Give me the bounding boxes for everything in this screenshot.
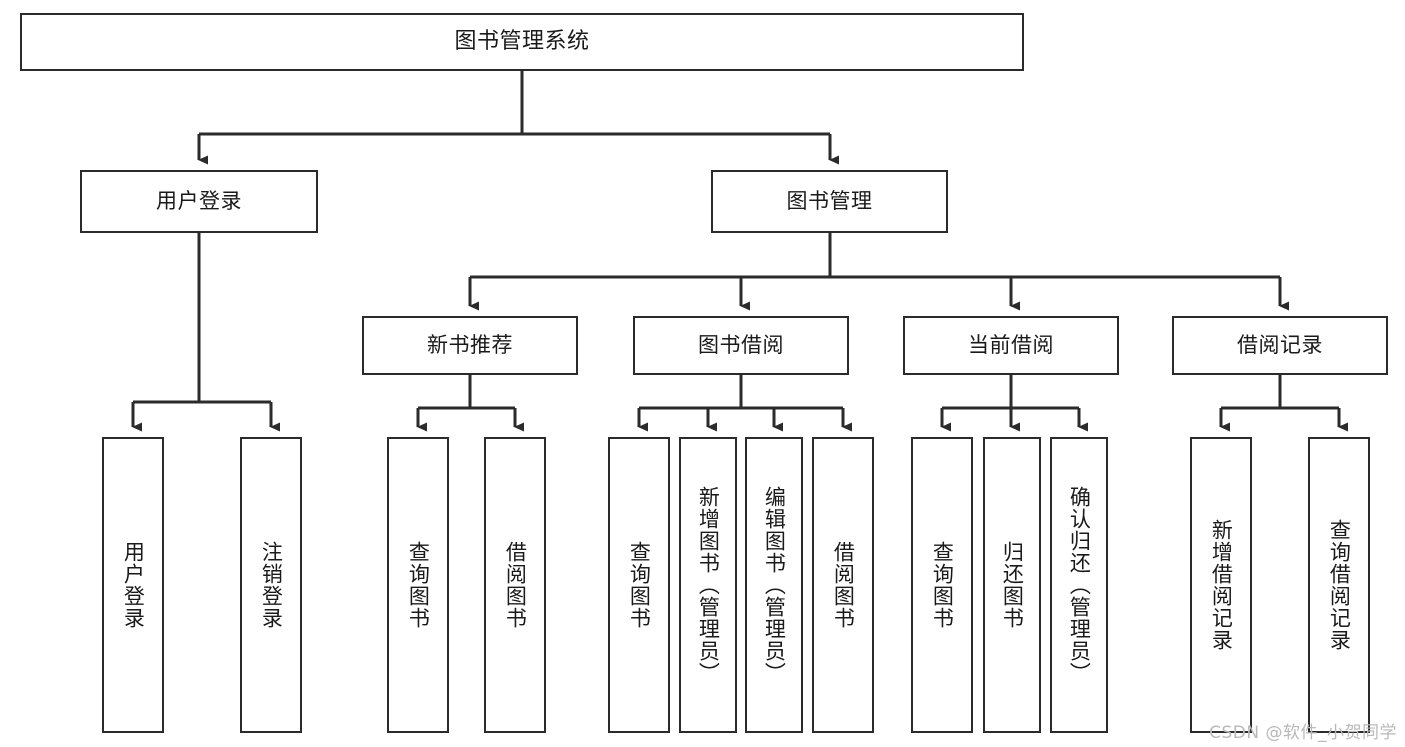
leaf-logout[interactable]: 注销登录 <box>240 437 302 733</box>
leaf-add-borrow-record-label: 新增借阅记录 <box>1209 519 1234 651</box>
edge-userlogin-to-leaves <box>131 233 280 432</box>
edge-records-to-leaves <box>1219 375 1348 432</box>
edge-borrow-to-leaves <box>637 375 852 432</box>
node-book-management-label: 图书管理 <box>786 188 873 213</box>
edge-root-to-level2 <box>197 71 839 165</box>
leaf-confirm-return-admin[interactable]: 确认归还（管理员） <box>1050 437 1108 733</box>
leaf-borrow-book[interactable]: 借阅图书 <box>812 437 874 733</box>
node-current-borrow-label: 当前借阅 <box>968 332 1054 357</box>
leaf-edit-book-admin[interactable]: 编辑图书（管理员） <box>745 437 803 733</box>
leaf-edit-book-admin-label: 编辑图书（管理员） <box>762 486 787 684</box>
node-root-system[interactable]: 图书管理系统 <box>20 13 1024 71</box>
node-borrow-records[interactable]: 借阅记录 <box>1172 316 1388 375</box>
leaf-add-book-admin-label: 新增图书（管理员） <box>696 486 721 684</box>
node-new-book-recommend[interactable]: 新书推荐 <box>362 316 578 375</box>
leaf-query-book-recommend[interactable]: 查询图书 <box>387 437 449 733</box>
node-user-login[interactable]: 用户登录 <box>80 170 318 233</box>
leaf-borrow-book-label: 借阅图书 <box>831 541 856 629</box>
node-book-borrow-label: 图书借阅 <box>698 332 784 357</box>
leaf-query-book-borrow-label: 查询图书 <box>627 541 652 629</box>
node-new-book-recommend-label: 新书推荐 <box>427 332 513 357</box>
edge-current-to-leaves <box>940 375 1088 432</box>
leaf-query-borrow-record[interactable]: 查询借阅记录 <box>1308 437 1370 733</box>
node-book-management[interactable]: 图书管理 <box>711 170 948 233</box>
leaf-add-book-admin[interactable]: 新增图书（管理员） <box>679 437 737 733</box>
leaf-add-borrow-record[interactable]: 新增借阅记录 <box>1190 437 1252 733</box>
leaf-return-book[interactable]: 归还图书 <box>983 437 1041 733</box>
node-current-borrow[interactable]: 当前借阅 <box>903 316 1119 375</box>
node-root-label: 图书管理系统 <box>454 28 590 54</box>
leaf-user-login[interactable]: 用户登录 <box>102 437 164 733</box>
leaf-logout-label: 注销登录 <box>259 541 284 629</box>
leaf-query-borrow-record-label: 查询借阅记录 <box>1327 519 1352 651</box>
csdn-watermark: CSDN @软件_小贺同学 <box>1209 723 1397 743</box>
leaf-borrow-book-recommend-label: 借阅图书 <box>503 541 528 629</box>
leaf-confirm-return-admin-label: 确认归还（管理员） <box>1067 486 1092 684</box>
leaf-query-book-current[interactable]: 查询图书 <box>911 437 973 733</box>
node-book-borrow[interactable]: 图书借阅 <box>633 316 849 375</box>
leaf-query-book-current-label: 查询图书 <box>930 541 955 629</box>
edge-newbook-to-leaves <box>416 375 524 432</box>
leaf-query-book-recommend-label: 查询图书 <box>406 541 431 629</box>
node-borrow-records-label: 借阅记录 <box>1237 332 1323 357</box>
leaf-user-login-label: 用户登录 <box>121 541 146 629</box>
leaf-return-book-label: 归还图书 <box>1000 541 1025 629</box>
leaf-query-book-borrow[interactable]: 查询图书 <box>608 437 670 733</box>
node-user-login-label: 用户登录 <box>156 188 242 213</box>
leaf-borrow-book-recommend[interactable]: 借阅图书 <box>484 437 546 733</box>
edge-bookmgmt-to-level3 <box>468 233 1289 311</box>
